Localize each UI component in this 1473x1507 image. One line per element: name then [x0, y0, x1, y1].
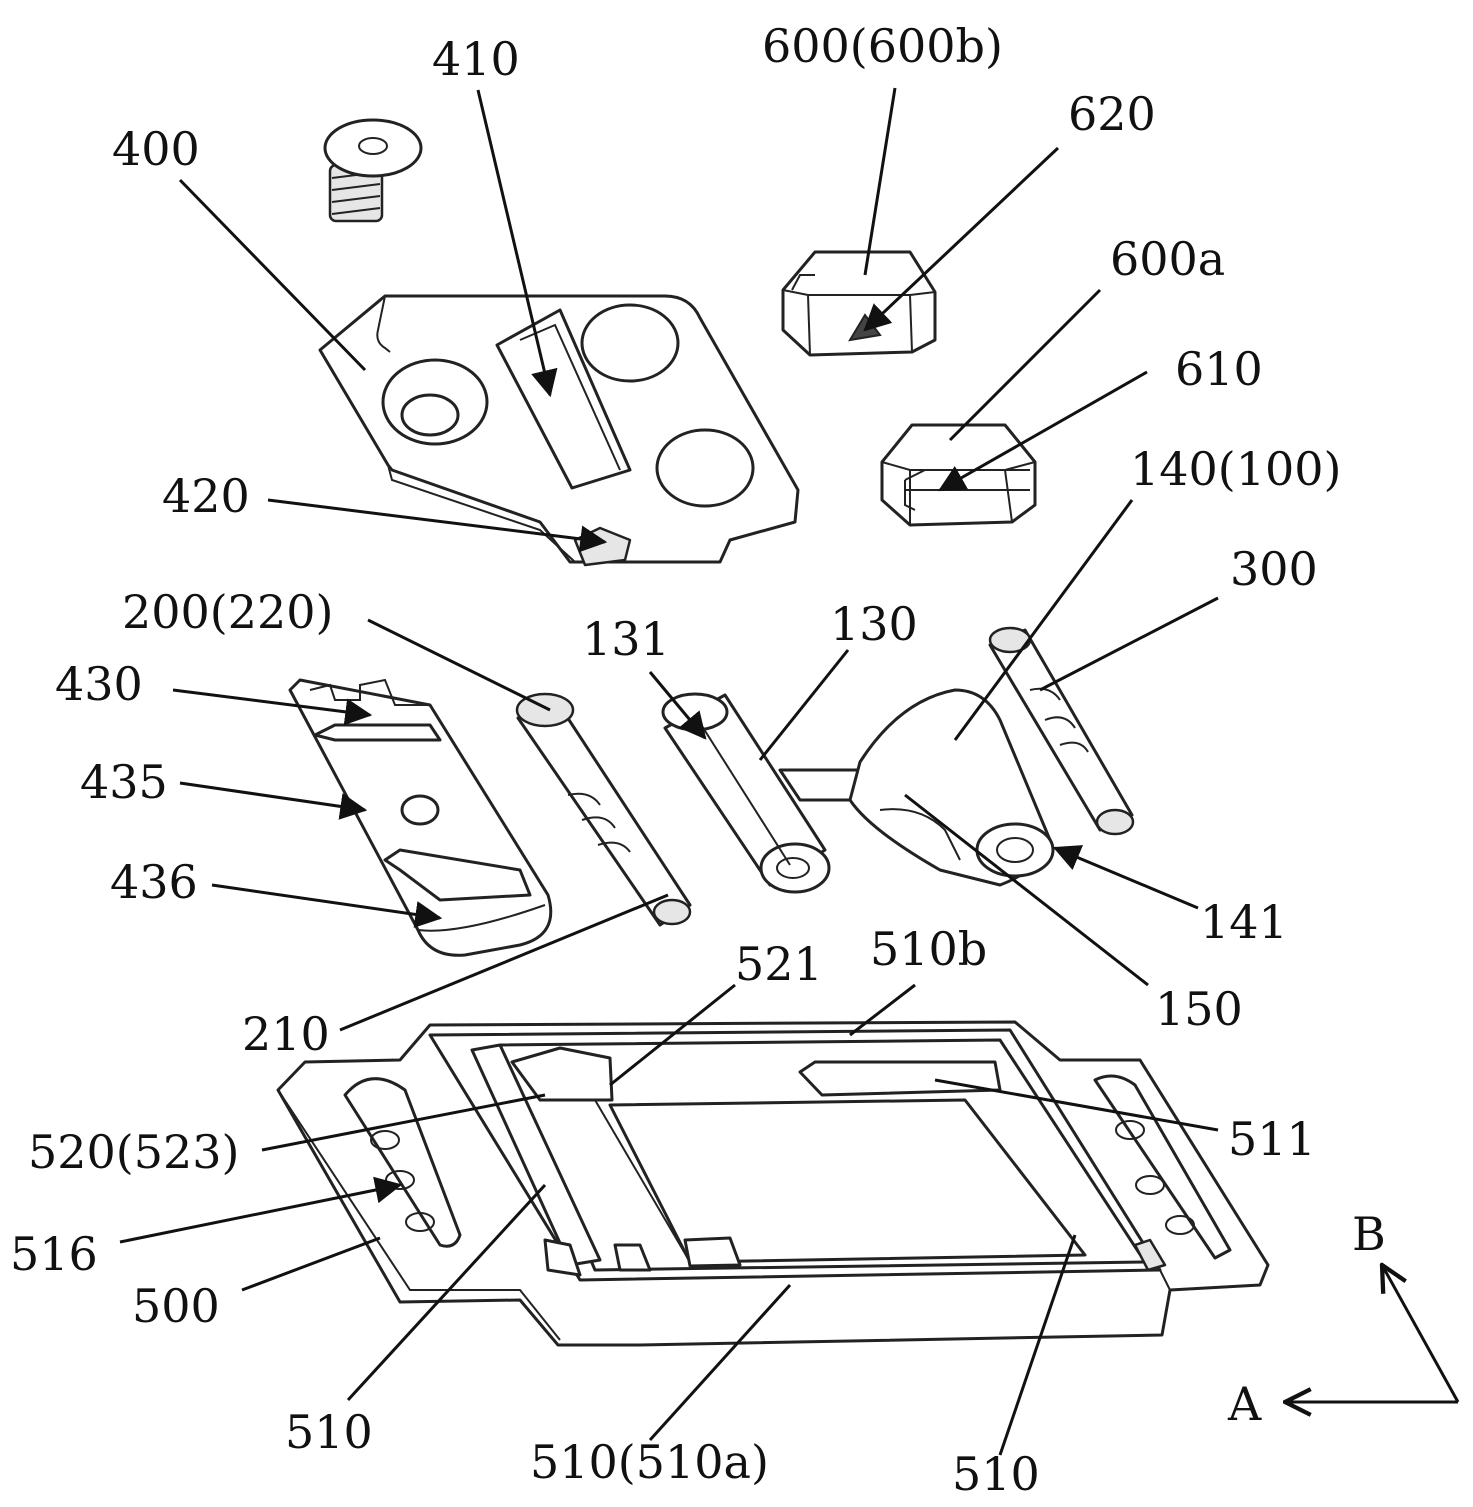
axis-label-a: A	[1227, 1377, 1262, 1431]
shaft-assembly-130-140	[661, 688, 1055, 894]
label-516: 516	[10, 1227, 98, 1281]
block-600b	[781, 250, 937, 357]
label-140: 140(100)	[1130, 442, 1342, 496]
label-410: 410	[432, 32, 520, 86]
base-frame-500	[276, 1020, 1270, 1347]
label-510-right: 510	[952, 1447, 1040, 1501]
label-130: 130	[830, 597, 918, 651]
label-210: 210	[242, 1007, 330, 1061]
label-521: 521	[735, 937, 823, 991]
label-510a: 510(510a)	[530, 1435, 769, 1489]
label-510-left: 510	[285, 1405, 373, 1459]
label-500: 500	[132, 1279, 220, 1333]
label-420: 420	[162, 469, 250, 523]
screw	[323, 118, 423, 223]
axis-label-b: B	[1352, 1207, 1386, 1261]
label-600a: 600a	[1110, 232, 1225, 286]
leader-lines	[119, 87, 1219, 1456]
label-520: 520(523)	[28, 1125, 240, 1179]
left-plate-430	[288, 678, 553, 957]
top-plate-400	[318, 294, 800, 567]
label-150: 150	[1155, 982, 1243, 1036]
label-200: 200(220)	[122, 585, 334, 639]
reference-labels: 400 410 600(600b) 620 600a 610 140(100) …	[10, 19, 1386, 1501]
label-400: 400	[112, 122, 200, 176]
block-600a	[880, 423, 1037, 527]
label-436: 436	[110, 855, 198, 909]
label-141: 141	[1200, 895, 1288, 949]
label-511: 511	[1228, 1112, 1316, 1166]
label-620: 620	[1068, 87, 1156, 141]
label-600: 600(600b)	[762, 19, 1003, 73]
label-510b: 510b	[870, 922, 987, 976]
label-131: 131	[582, 612, 670, 666]
axis-indicator	[1285, 1265, 1460, 1402]
label-430: 430	[55, 657, 143, 711]
label-300: 300	[1230, 542, 1318, 596]
label-610: 610	[1175, 342, 1263, 396]
pin-300	[988, 626, 1135, 836]
label-435: 435	[80, 755, 168, 809]
